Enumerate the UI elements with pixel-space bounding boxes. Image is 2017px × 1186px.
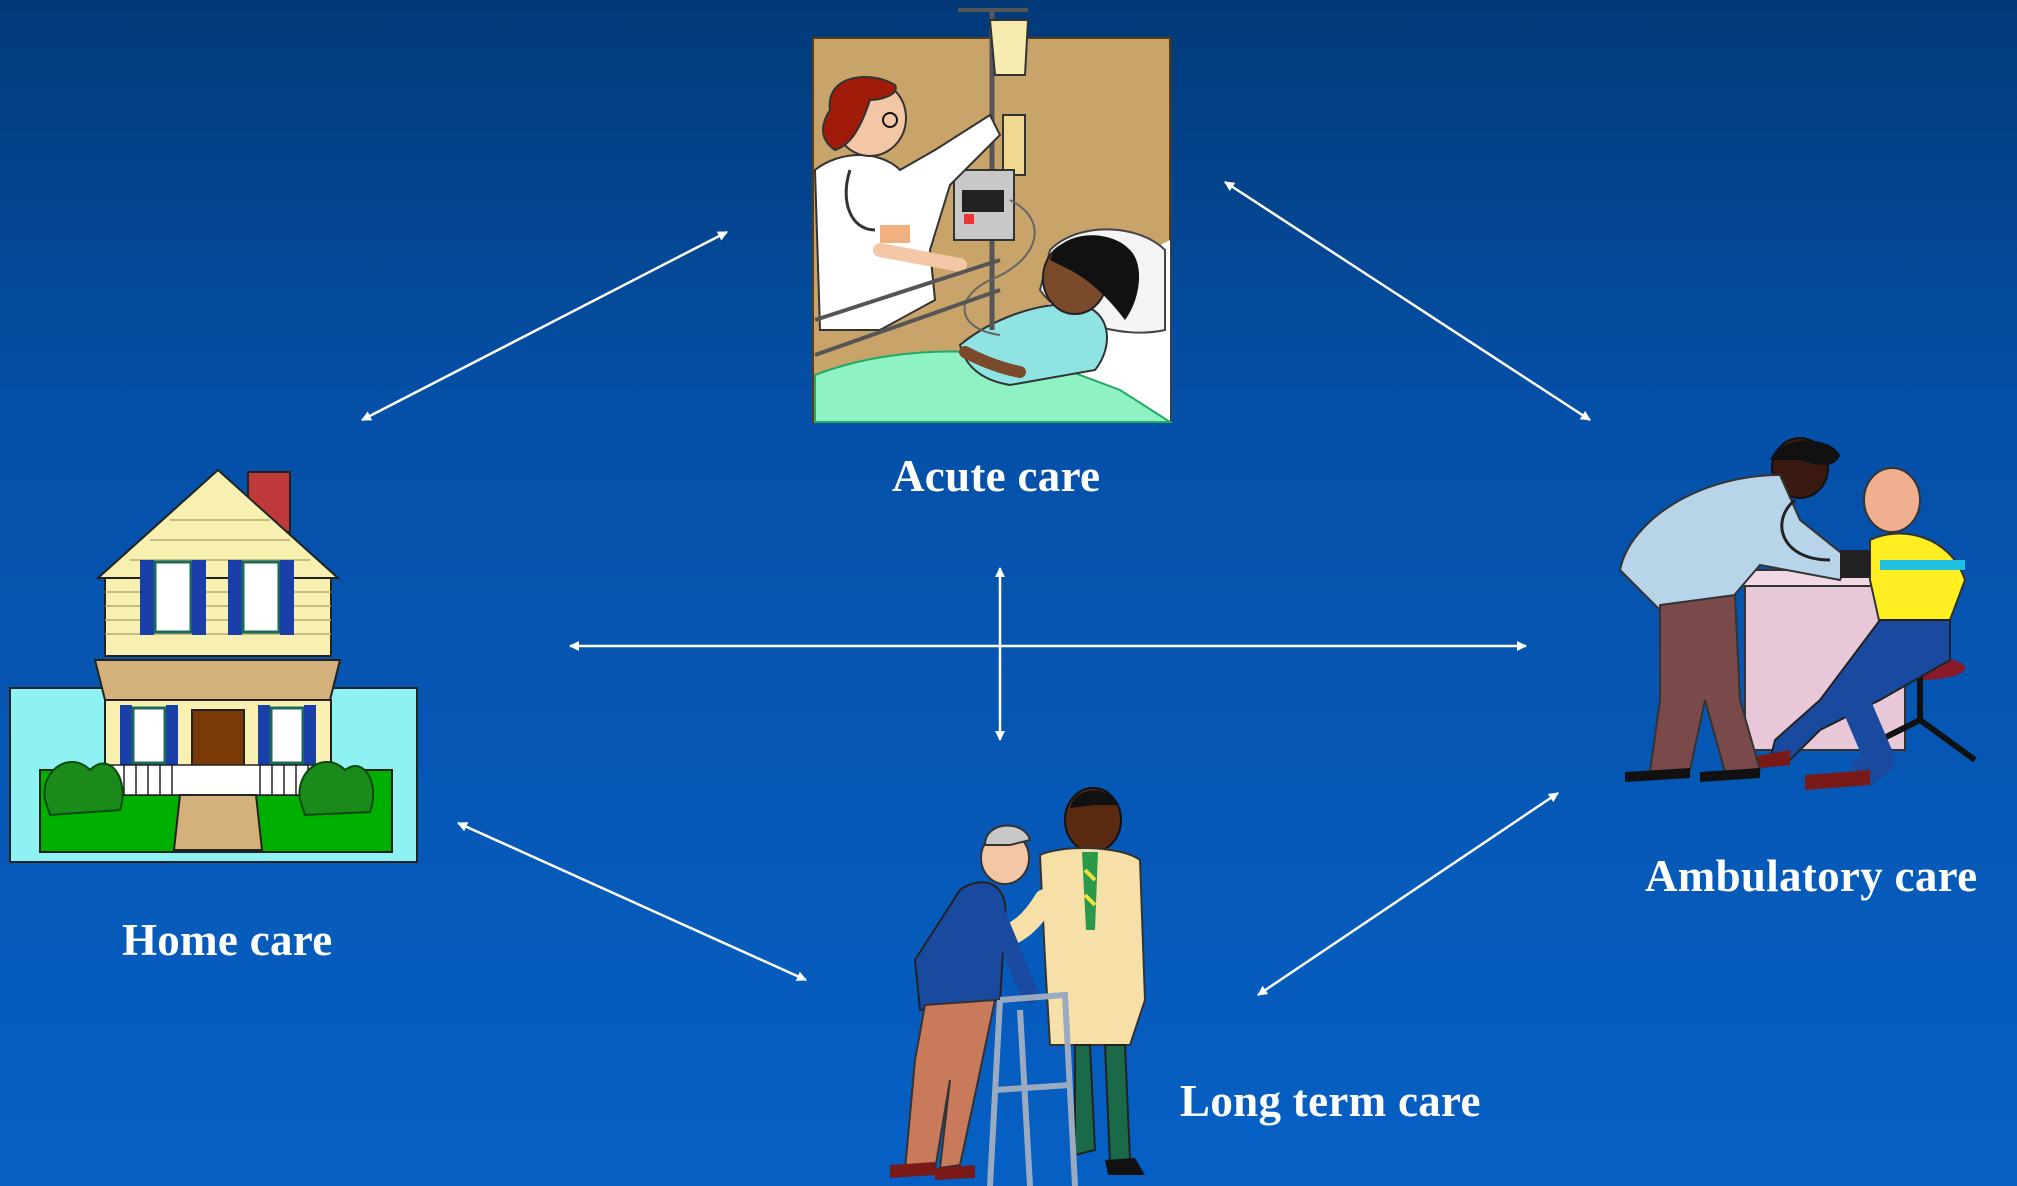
walker-icon [890,788,1145,1186]
arrow-home-acute [362,232,727,420]
acute-care-label: Acute care [892,450,1100,502]
doctor-patient-icon [1620,438,1975,790]
long-term-care-label: Long term care [1180,1075,1481,1127]
arrow-longterm-ambulatory [1258,793,1558,995]
arrow-home-longterm [458,823,806,980]
home-care-label: Home care [122,914,333,966]
arrow-acute-ambulatory [1225,182,1590,420]
house-icon [10,470,417,862]
hospital-bed-icon [813,10,1170,422]
ambulatory-care-label: Ambulatory care [1645,850,1977,902]
